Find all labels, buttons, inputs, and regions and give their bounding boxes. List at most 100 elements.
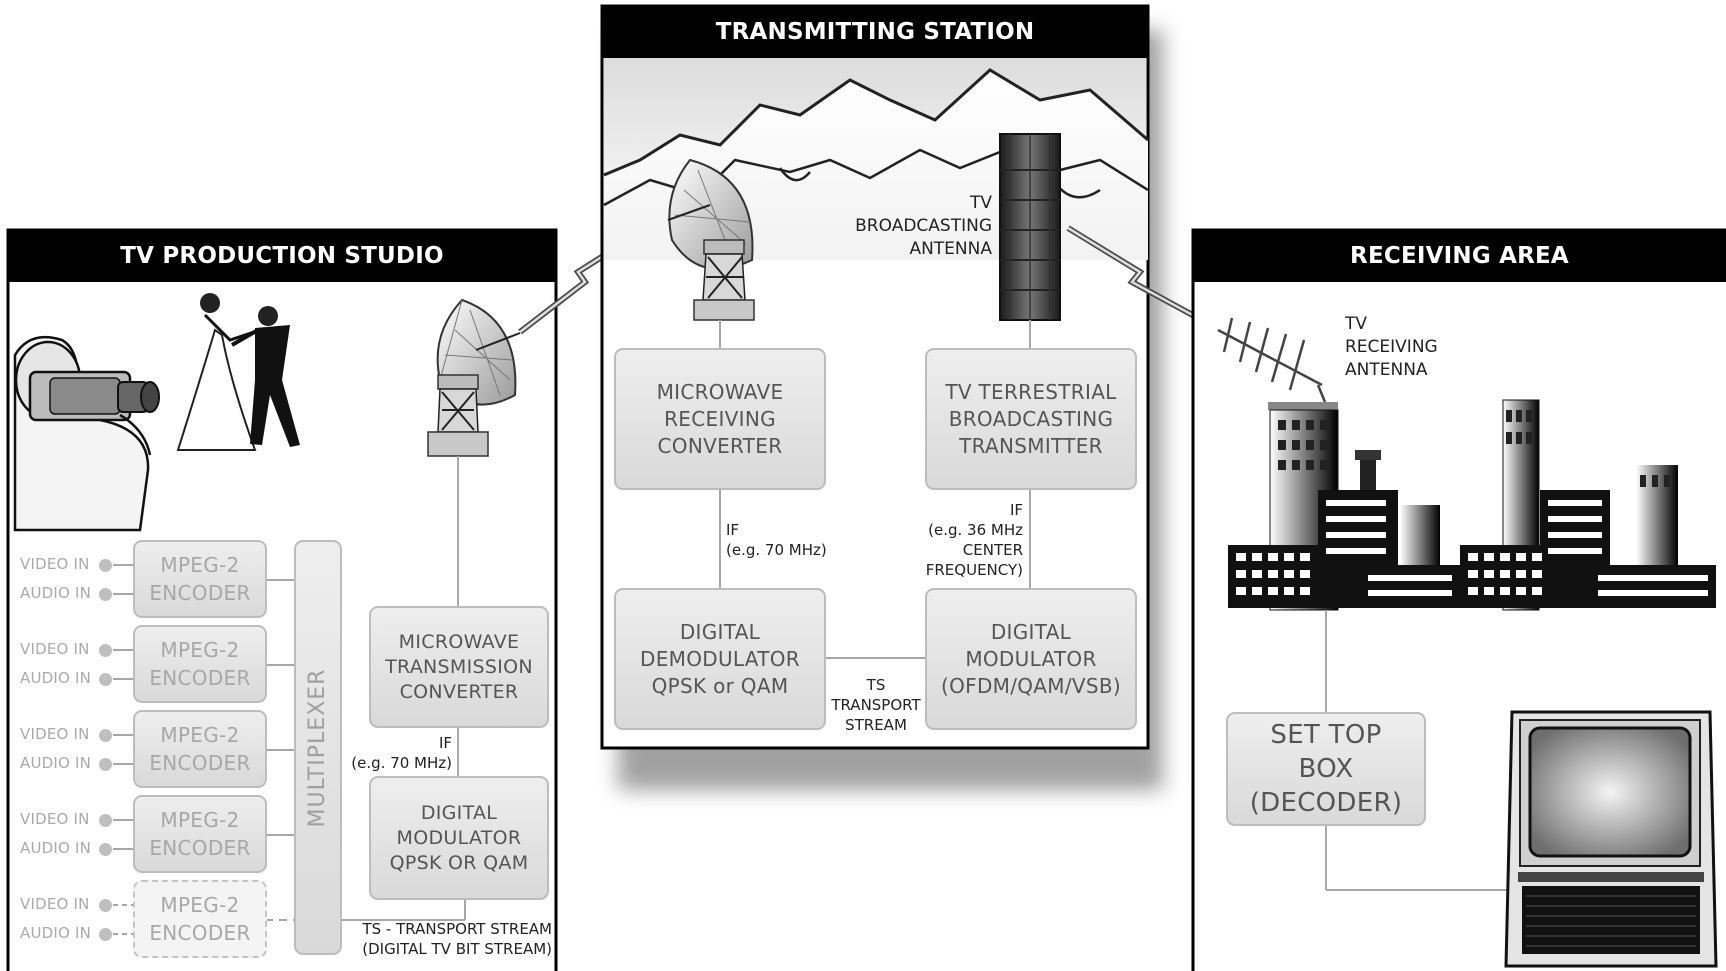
station-ts-label: TS TRANSPORT STREAM bbox=[826, 675, 926, 735]
mpeg2-encoder: MPEG-2 ENCODER bbox=[133, 795, 267, 873]
multiplexer-box bbox=[294, 540, 342, 955]
box-label: MICROWAVE bbox=[656, 379, 784, 404]
studio-digital-modulator: DIGITAL MODULATOR QPSK OR QAM bbox=[369, 776, 549, 900]
receiving-title: RECEIVING AREA bbox=[1350, 243, 1569, 269]
receiving-connectors bbox=[1325, 610, 1515, 891]
broadcast-tower-icon bbox=[999, 133, 1061, 321]
digital-demodulator: DIGITAL DEMODULATOR QPSK or QAM bbox=[614, 588, 826, 730]
antenna-label-line: ANTENNA bbox=[909, 239, 992, 259]
studio-if-label: IF (e.g. 70 MHz) bbox=[350, 733, 452, 773]
ts-label: TS - TRANSPORT STREAM bbox=[362, 920, 552, 938]
box-label: QPSK or QAM bbox=[651, 673, 789, 698]
if-label: IF bbox=[726, 521, 740, 539]
audio-in-label: AUDIO IN bbox=[20, 754, 92, 772]
audio-in-label: AUDIO IN bbox=[20, 584, 92, 602]
multiplexer-label: MULTIPLEXER bbox=[305, 668, 330, 828]
audio-in-port bbox=[99, 928, 112, 941]
encoder-label: MPEG-2 bbox=[160, 723, 240, 747]
encoder-label: ENCODER bbox=[149, 581, 251, 605]
box-label: BOX bbox=[1298, 754, 1354, 784]
studio-title: TV PRODUCTION STUDIO bbox=[120, 243, 444, 269]
studio-ts-label: TS - TRANSPORT STREAM (DIGITAL TV BIT ST… bbox=[352, 919, 552, 959]
box-label: QPSK OR QAM bbox=[389, 851, 529, 874]
audio-in-port bbox=[99, 673, 112, 686]
box-label: TV TERRESTRIAL bbox=[945, 379, 1117, 404]
box-label: DIGITAL bbox=[420, 801, 498, 824]
box-label: MICROWAVE bbox=[398, 630, 520, 653]
encoder-label: ENCODER bbox=[149, 751, 251, 775]
box-label: TRANSMISSION bbox=[385, 655, 533, 678]
ts-label: TRANSPORT bbox=[831, 696, 921, 714]
if-frequency-label: (e.g. 36 MHz bbox=[928, 521, 1023, 539]
box-label: (OFDM/QAM/VSB) bbox=[941, 673, 1121, 698]
video-in-label: VIDEO IN bbox=[20, 725, 90, 743]
encoder-label: MPEG-2 bbox=[160, 553, 240, 577]
mpeg2-encoder: MPEG-2 ENCODER bbox=[133, 710, 267, 788]
mpeg2-encoder: MPEG-2 ENCODER bbox=[133, 625, 267, 703]
box-label: BROADCASTING bbox=[948, 406, 1114, 431]
box-label: DEMODULATOR bbox=[640, 646, 800, 671]
box-label: (DECODER) bbox=[1249, 788, 1403, 818]
if-frequency-label: CENTER bbox=[962, 541, 1023, 559]
satellite-dish-icon bbox=[427, 298, 521, 457]
broadcast-antenna-label: TV BROADCASTING ANTENNA bbox=[840, 192, 992, 261]
video-in-port bbox=[99, 899, 112, 912]
if-frequency-label: (e.g. 70 MHz) bbox=[351, 754, 452, 772]
tv-terrestrial-transmitter: TV TERRESTRIAL BROADCASTING TRANSMITTER bbox=[925, 348, 1137, 490]
box-label: SET TOP bbox=[1270, 720, 1382, 750]
station-if-right-label: IF (e.g. 36 MHz CENTER FREQUENCY) bbox=[900, 500, 1023, 580]
encoder-label: ENCODER bbox=[149, 666, 251, 690]
encoder-label: MPEG-2 bbox=[160, 638, 240, 662]
video-in-label: VIDEO IN bbox=[20, 895, 90, 913]
antenna-label-line: RECEIVING bbox=[1345, 337, 1438, 357]
encoder-label: ENCODER bbox=[149, 836, 251, 860]
audio-in-label: AUDIO IN bbox=[20, 669, 92, 687]
if-label: IF bbox=[1009, 501, 1023, 519]
antenna-label-line: BROADCASTING bbox=[855, 216, 992, 236]
video-in-port bbox=[99, 559, 112, 572]
receiving-antenna-label: TV RECEIVING ANTENNA bbox=[1345, 313, 1485, 382]
video-in-port bbox=[99, 814, 112, 827]
television-icon bbox=[1504, 710, 1718, 968]
antenna-label-line: TV bbox=[969, 193, 992, 213]
station-digital-modulator: DIGITAL MODULATOR (OFDM/QAM/VSB) bbox=[925, 588, 1137, 730]
studio-connectors bbox=[113, 456, 466, 935]
box-label: DIGITAL bbox=[679, 619, 761, 644]
set-top-box-decoder: SET TOP BOX (DECODER) bbox=[1226, 712, 1426, 826]
video-in-port bbox=[99, 729, 112, 742]
audio-in-port bbox=[99, 758, 112, 771]
video-in-port bbox=[99, 644, 112, 657]
video-in-label: VIDEO IN bbox=[20, 555, 90, 573]
audio-in-port bbox=[99, 843, 112, 856]
audio-in-label: AUDIO IN bbox=[20, 839, 92, 857]
box-label: CONVERTER bbox=[657, 433, 783, 458]
box-label: RECEIVING bbox=[664, 406, 776, 431]
if-frequency-label: (e.g. 70 MHz) bbox=[726, 541, 827, 559]
studio-title-bar bbox=[8, 230, 556, 282]
box-label: CONVERTER bbox=[399, 680, 519, 703]
city-buildings-icon bbox=[1228, 399, 1716, 611]
receiving-title-bar bbox=[1193, 230, 1726, 282]
box-label: MODULATOR bbox=[396, 826, 522, 849]
satellite-dish-icon bbox=[667, 158, 755, 321]
video-camera-icon bbox=[13, 335, 160, 532]
ts-label: STREAM bbox=[845, 716, 907, 734]
microwave-receiving-converter: MICROWAVE RECEIVING CONVERTER bbox=[614, 348, 826, 490]
encoder-label: MPEG-2 bbox=[160, 808, 240, 832]
box-label: DIGITAL bbox=[990, 619, 1072, 644]
station-title: TRANSMITTING STATION bbox=[715, 19, 1035, 45]
station-connectors bbox=[719, 320, 1031, 659]
video-in-label: VIDEO IN bbox=[20, 640, 90, 658]
antenna-label-line: TV bbox=[1345, 314, 1368, 334]
yagi-antenna-icon bbox=[1217, 317, 1327, 403]
microwave-transmission-converter: MICROWAVE TRANSMISSION CONVERTER bbox=[369, 606, 549, 728]
station-if-left-label: IF (e.g. 70 MHz) bbox=[726, 520, 866, 560]
if-frequency-label: FREQUENCY) bbox=[925, 561, 1023, 579]
ts-subtitle: (DIGITAL TV BIT STREAM) bbox=[362, 940, 552, 958]
encoder-label: ENCODER bbox=[149, 921, 251, 945]
mpeg2-encoder-optional: MPEG-2 ENCODER bbox=[133, 880, 267, 958]
station-title-bar bbox=[602, 6, 1148, 58]
if-label: IF bbox=[438, 734, 452, 752]
box-label: MODULATOR bbox=[965, 646, 1097, 671]
